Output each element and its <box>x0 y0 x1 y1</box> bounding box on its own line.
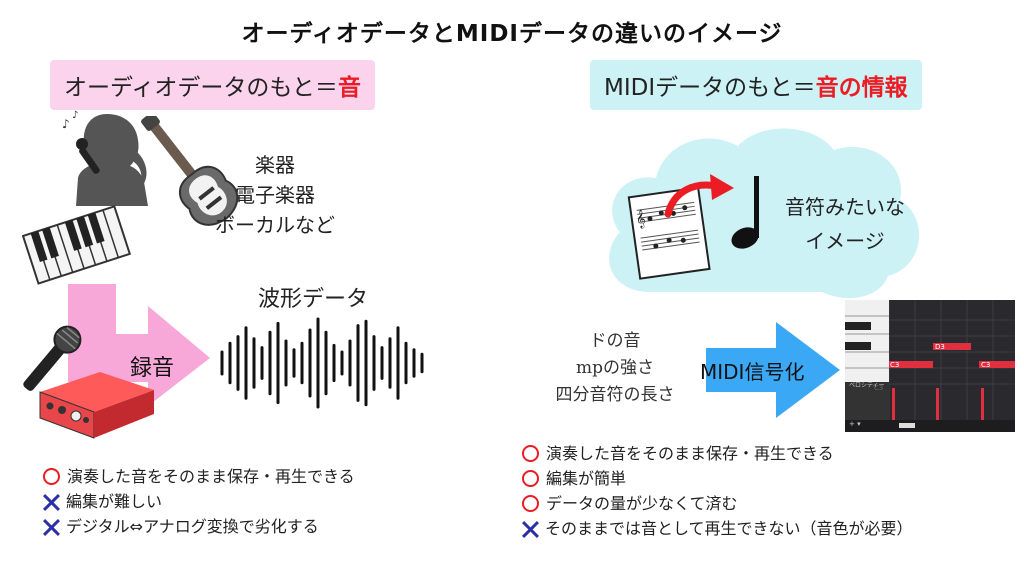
piano-roll-label-c3-key: C3 <box>874 384 884 392</box>
piano-roll-label-d3: D3 <box>935 343 945 351</box>
midi-info-list: ドの音 mpの強さ 四分音符の長さ <box>520 328 710 409</box>
audio-list-text: 演奏した音をそのまま保存・再生できる <box>67 467 355 486</box>
keyboard-icon <box>22 205 132 285</box>
circle-mark-icon <box>522 445 539 462</box>
cross-mark-icon <box>521 520 539 538</box>
svg-text:♪: ♪ <box>62 117 70 131</box>
audio-heading-prefix: オーディオデータのもと＝ <box>64 75 338 101</box>
info-velocity: mpの強さ <box>575 358 654 378</box>
midi-heading-highlight: 音の情報 <box>815 75 908 101</box>
piano-roll-label-c3-note2: C3 <box>981 361 991 369</box>
waveform-graphic <box>220 317 424 409</box>
midi-heading-prefix: MIDIデータのもと＝ <box>604 75 816 101</box>
midi-list-text: データの量が少なくて済む <box>546 494 738 513</box>
piano-roll-track-name: ベロシティー <box>849 382 885 389</box>
circle-mark-icon <box>522 495 539 512</box>
note-image-label: 音符みたいな イメージ <box>770 190 920 258</box>
svg-text:𝄞: 𝄞 <box>635 208 647 229</box>
midi-list-item: そのままでは音として再生できない（音色が必要） <box>521 516 913 541</box>
midi-list-text: そのままでは音として再生できない（音色が必要） <box>545 519 913 538</box>
svg-text:♪: ♪ <box>72 110 78 121</box>
audio-list-text: 編集が難しい <box>66 492 163 511</box>
svg-text:+ ▾: + ▾ <box>849 420 861 428</box>
page-title: オーディオデータとMIDIデータの違いのイメージ <box>241 21 783 47</box>
midi-heading: MIDIデータのもと＝音の情報 <box>590 60 922 110</box>
audio-interface-icon <box>39 372 154 439</box>
info-pitch: ドの音 <box>589 331 641 351</box>
midi-list-item: 演奏した音をそのまま保存・再生できる <box>521 441 913 466</box>
cross-mark-icon <box>42 493 60 511</box>
audio-heading: オーディオデータのもと＝音 <box>50 60 375 110</box>
midi-list-text: 演奏した音をそのまま保存・再生できる <box>546 444 834 463</box>
note-label-line1: 音符みたいな <box>785 195 905 219</box>
midi-list-item: データの量が少なくて済む <box>521 491 913 516</box>
quarter-note-icon <box>731 176 759 249</box>
microphone-icon <box>23 325 82 391</box>
audio-list-text: デジタル⇔アナログ変換で劣化する <box>66 517 319 536</box>
midi-convert-label: MIDI信号化 <box>700 360 805 384</box>
red-curved-arrow <box>664 174 734 218</box>
midi-list-item: 編集が簡単 <box>521 466 913 491</box>
midi-convert-arrow <box>706 322 840 418</box>
guitar-icon <box>141 116 239 226</box>
info-length: 四分音符の長さ <box>555 385 675 405</box>
note-label-line2: イメージ <box>805 229 885 253</box>
source-electronic: 電子楽器 <box>235 183 315 207</box>
audio-source-list: 楽器 電子楽器 ボーカルなど <box>205 150 345 240</box>
audio-list-item: デジタル⇔アナログ変換で劣化する <box>42 514 355 539</box>
cross-mark-icon <box>42 518 60 536</box>
audio-list-item: 演奏した音をそのまま保存・再生できる <box>42 464 355 489</box>
audio-list-item: 編集が難しい <box>42 489 355 514</box>
piano-roll-label-c3-note1: C3 <box>890 361 900 369</box>
waveform-label: 波形データ <box>258 287 369 312</box>
record-label: 録音 <box>130 356 175 381</box>
piano-roll-screen: + ▾ <box>845 300 1015 432</box>
audio-heading-highlight: 音 <box>337 75 361 101</box>
midi-list-text: 編集が簡単 <box>546 469 627 488</box>
circle-mark-icon <box>43 468 60 485</box>
singer-icon: ♪ ♪ <box>62 110 148 206</box>
midi-pros-cons-list: 演奏した音をそのまま保存・再生できる 編集が簡単 データの量が少なくて済む その… <box>521 441 913 541</box>
source-vocal: ボーカルなど <box>215 213 335 237</box>
sheet-music-icon: 𝄞 <box>627 186 711 280</box>
circle-mark-icon <box>522 470 539 487</box>
audio-pros-cons-list: 演奏した音をそのまま保存・再生できる 編集が難しい デジタル⇔アナログ変換で劣化… <box>42 464 355 539</box>
source-instrument: 楽器 <box>255 153 295 177</box>
